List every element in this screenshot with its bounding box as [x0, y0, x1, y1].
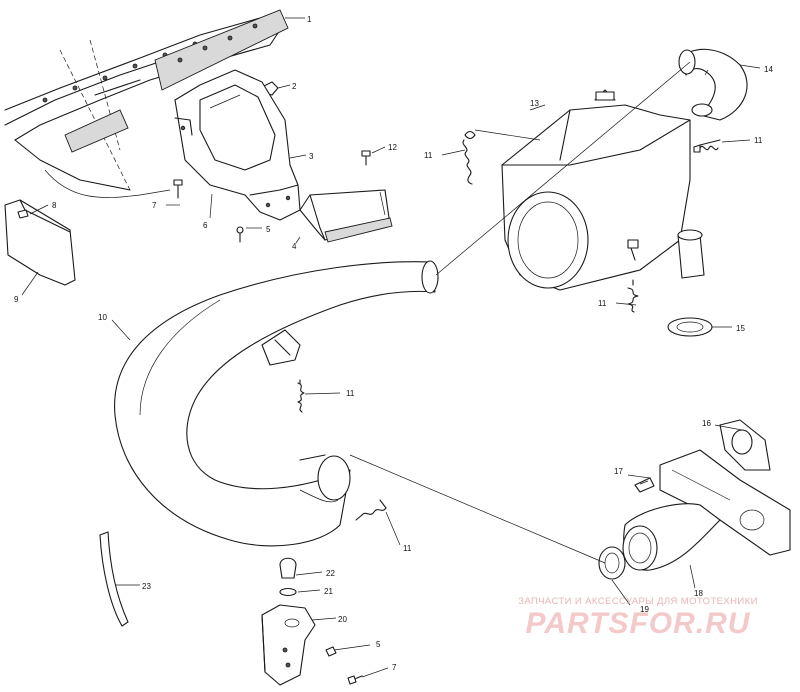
callout-2: 2 [292, 82, 297, 91]
callout-3: 3 [309, 152, 314, 161]
leader-lines [21, 17, 761, 678]
part-spring-11-d [297, 379, 305, 413]
callout-21: 21 [324, 587, 333, 596]
callout-7-upper: 7 [152, 201, 157, 210]
callout-1: 1 [307, 15, 312, 24]
callout-11-b: 11 [754, 136, 763, 145]
part-bolt-7-upper [173, 179, 183, 199]
part-spring-11-b [693, 139, 721, 153]
part-muffler [501, 89, 705, 291]
callout-12: 12 [388, 143, 397, 152]
part-muffler-bracket [174, 69, 301, 221]
part-stud-17 [634, 477, 655, 493]
part-y-manifold [622, 419, 791, 571]
callout-17: 17 [614, 467, 623, 476]
part-expansion-chamber [114, 260, 439, 547]
part-strap-23 [99, 531, 129, 627]
part-chassis-panel [4, 17, 281, 198]
part-heat-shield-strip [154, 9, 289, 91]
callout-labels: 1 2 3 4 5 5 6 7 7 8 9 10 11 11 11 11 11 … [14, 15, 773, 672]
callout-8: 8 [52, 201, 57, 210]
callout-11-d: 11 [346, 389, 355, 398]
part-gasket-19 [598, 546, 626, 580]
part-nut-5-upper [236, 226, 244, 243]
watermark: ЗАПЧАСТИ И АКСЕССУАРЫ ДЛЯ МОТОТЕХНИКИ PA… [488, 596, 788, 641]
callout-23: 23 [142, 582, 151, 591]
part-spring-11-a [462, 130, 476, 185]
callout-18: 18 [694, 589, 703, 598]
callout-5-lower: 5 [376, 640, 381, 649]
watermark-logo: PARTSFOR.RU [525, 607, 751, 640]
part-side-shield [4, 199, 76, 286]
callout-14: 14 [764, 65, 773, 74]
callout-11-e: 11 [403, 544, 412, 553]
watermark-tagline: ЗАПЧАСТИ И АКСЕССУАРЫ ДЛЯ МОТОТЕХНИКИ [518, 596, 758, 607]
callout-5-upper: 5 [266, 225, 271, 234]
callout-13: 13 [530, 99, 539, 108]
callout-15: 15 [736, 324, 745, 333]
callout-7-lower: 7 [392, 663, 397, 672]
callout-9: 9 [14, 295, 19, 304]
callout-16: 16 [702, 419, 711, 428]
callout-11-a: 11 [424, 151, 433, 160]
part-mount-assembly [261, 557, 363, 686]
callout-11-c: 11 [598, 299, 607, 308]
callout-6: 6 [203, 221, 208, 230]
part-gasket-15 [667, 317, 713, 337]
callout-19: 19 [640, 605, 649, 614]
callout-4: 4 [292, 242, 297, 251]
part-spring-11-c [627, 279, 639, 313]
callout-22: 22 [326, 569, 335, 578]
part-spring-11-e [355, 499, 387, 521]
callout-20: 20 [338, 615, 347, 624]
part-deflector [299, 189, 393, 243]
part-elbow-pipe [678, 48, 748, 121]
part-bolt-12 [361, 150, 371, 166]
callout-10: 10 [98, 313, 107, 322]
